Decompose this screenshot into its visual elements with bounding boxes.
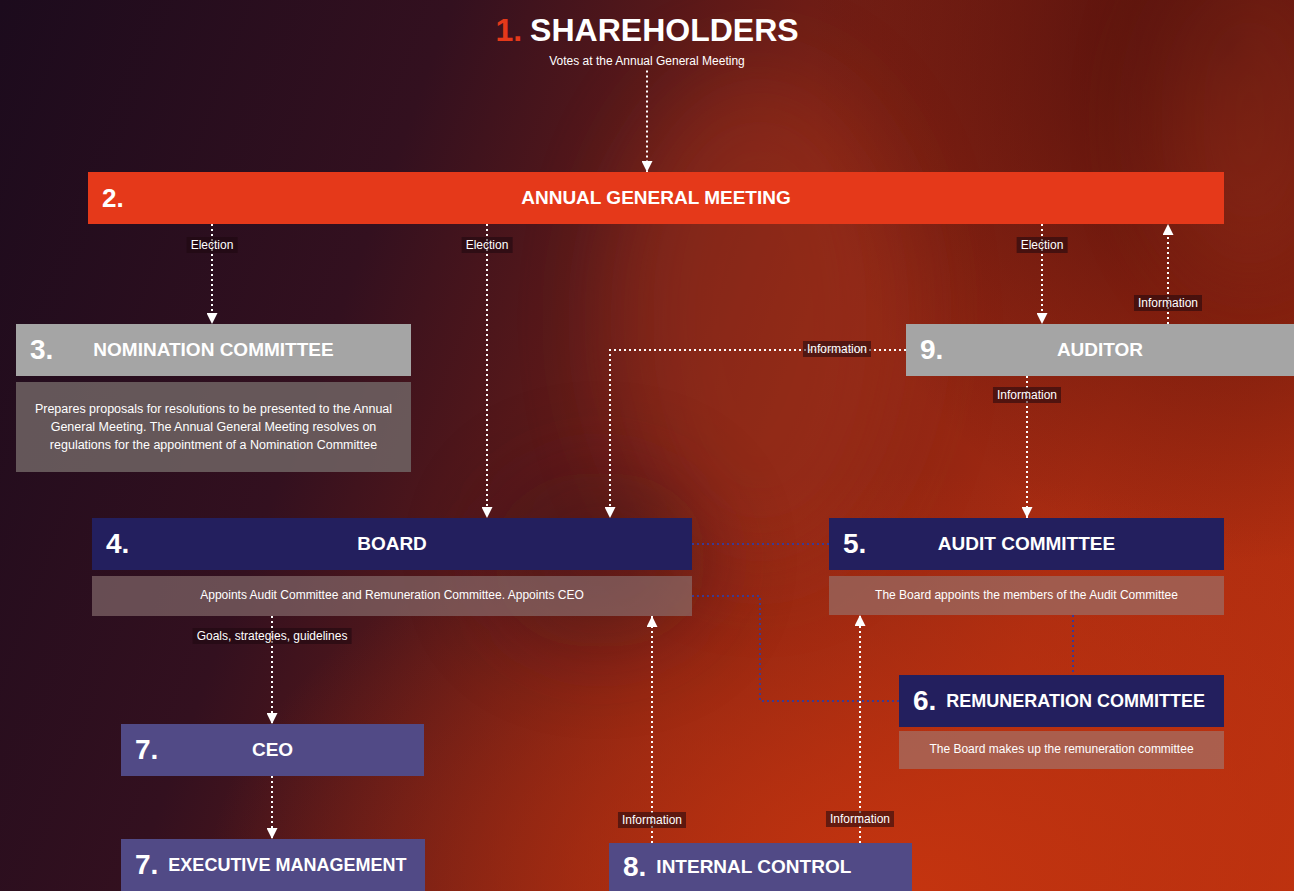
subtitle: Votes at the Annual General Meeting — [447, 49, 847, 70]
control-box: 8. INTERNAL CONTROL — [609, 843, 912, 891]
box-header: 2. ANNUAL GENERAL MEETING — [88, 172, 1224, 224]
box-title: CEO — [252, 739, 293, 761]
box-header: 3. NOMINATION COMMITTEE — [16, 324, 411, 376]
edge-label: Information — [1134, 295, 1202, 311]
box-title: AUDIT COMMITTEE — [938, 533, 1115, 555]
edge-glow — [1160, 0, 1294, 280]
executive-box: 7. CEO — [121, 724, 424, 776]
edge-label: Information — [993, 387, 1061, 403]
box-header: 8. INTERNAL CONTROL — [609, 843, 912, 891]
box-title: REMUNERATION COMMITTEE — [946, 691, 1205, 712]
flow-arrow — [651, 616, 653, 843]
flow-arrow — [271, 776, 273, 839]
callout-number: 2. — [102, 183, 124, 214]
callout-number: 5. — [843, 528, 866, 560]
committee-box: 3. NOMINATION COMMITTEE Prepares proposals… — [16, 324, 411, 472]
box-title: BOARD — [357, 533, 427, 555]
edge-label: Information — [803, 341, 871, 357]
box-header: 9. AUDITOR — [906, 324, 1294, 376]
box-header: 7. EXECUTIVE MANAGEMENT — [121, 839, 425, 891]
meeting-bar: 2. ANNUAL GENERAL MEETING — [88, 172, 1224, 224]
flow-arrow — [486, 224, 488, 518]
callout-number: 8. — [623, 851, 646, 883]
callout-number: 9. — [920, 334, 943, 366]
callout-number: 3. — [30, 334, 53, 366]
edge-label: Goals, strategies, guidelines — [193, 628, 352, 644]
title-wrap: BOARD — [139, 533, 644, 555]
edge-label: Election — [187, 237, 238, 253]
auditor-box: 9. AUDITOR — [906, 324, 1294, 376]
flow-arrow — [646, 70, 648, 172]
description-panel: The Board makes up the remuneration comm… — [899, 731, 1224, 769]
callout-number: 7. — [135, 734, 158, 766]
callout-number: 4. — [106, 528, 129, 560]
description-panel: Prepares proposals for resolutions to be… — [16, 382, 411, 472]
title-wrap: EXECUTIVE MANAGEMENT — [168, 855, 411, 876]
title-wrap: INTERNAL CONTROL — [656, 856, 898, 878]
description-text: Appoints Audit Committee and Remuneratio… — [200, 587, 584, 604]
box-header: 6. REMUNERATION COMMITTEE — [899, 675, 1224, 727]
flow-arrow — [610, 350, 906, 518]
callout-number: 6. — [913, 685, 936, 717]
title-wrap: AUDITOR — [953, 339, 1246, 361]
executive-box: 7. EXECUTIVE MANAGEMENT — [121, 839, 425, 891]
callout-number: 7. — [135, 849, 158, 881]
box-header: 5. AUDIT COMMITTEE — [829, 518, 1224, 570]
edge-label: Election — [462, 237, 513, 253]
stakeholder-heading: 1.SHAREHOLDERS Votes at the Annual Genera… — [447, 12, 847, 70]
committee-box: 6. REMUNERATION COMMITTEE The Board makes … — [899, 675, 1224, 769]
edge-label: Information — [618, 812, 686, 828]
box-title: INTERNAL CONTROL — [656, 856, 851, 878]
description-text: The Board makes up the remuneration comm… — [929, 741, 1193, 758]
box-header: 4. BOARD — [92, 518, 692, 570]
description-panel: The Board appoints the members of the Au… — [829, 576, 1224, 615]
box-title: AUDITOR — [1057, 339, 1143, 361]
box-title: ANNUAL GENERAL MEETING — [521, 187, 791, 209]
link-line — [1072, 615, 1074, 675]
box-title: SHAREHOLDERS — [530, 12, 798, 49]
description-text: The Board appoints the members of the Au… — [875, 587, 1178, 604]
title-wrap: NOMINATION COMMITTEE — [63, 339, 363, 361]
committee-box: 5. AUDIT COMMITTEE The Board appoints the … — [829, 518, 1224, 615]
title-wrap: CEO — [168, 739, 376, 761]
title-wrap: AUDIT COMMITTEE — [876, 533, 1176, 555]
description-panel: Appoints Audit Committee and Remuneratio… — [92, 576, 692, 616]
description-text: Votes at the Annual General Meeting — [549, 53, 744, 70]
title-wrap: SHAREHOLDERS — [530, 12, 798, 49]
edge-label: Election — [1017, 237, 1068, 253]
title-wrap: ANNUAL GENERAL MEETING — [134, 187, 1179, 209]
callout-number: 1. — [495, 12, 522, 49]
board-box: 4. BOARD Appoints Audit Committee and Remu… — [92, 518, 692, 616]
link-line — [692, 543, 829, 545]
box-header: 7. CEO — [121, 724, 424, 776]
box-title: EXECUTIVE MANAGEMENT — [168, 855, 406, 876]
edge-label: Information — [826, 811, 894, 827]
flow-arrow — [859, 615, 861, 843]
description-text: Prepares proposals for resolutions to be… — [30, 400, 397, 454]
title-wrap: REMUNERATION COMMITTEE — [946, 691, 1210, 712]
box-title: NOMINATION COMMITTEE — [93, 339, 333, 361]
box-header: 1.SHAREHOLDERS — [447, 12, 847, 49]
